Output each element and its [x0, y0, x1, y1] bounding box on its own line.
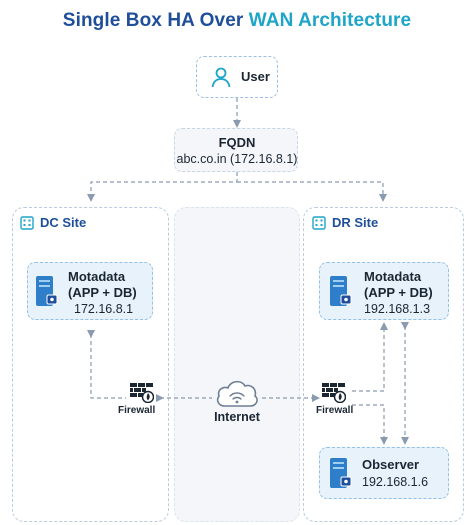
fqdn-label: FQDN — [218, 135, 256, 150]
dr-server-name-2: (APP + DB) — [364, 285, 433, 300]
diagram-title: Single Box HA Over WAN Architecture — [0, 10, 474, 32]
dc-site-label: DC Site — [40, 215, 87, 230]
connector-fqdn-dc — [87, 172, 238, 202]
title-part-1: Single Box HA Over — [62, 10, 249, 31]
server-icon — [330, 458, 352, 488]
fqdn-node: FQDN abc.co.in (172.16.8.1) — [174, 128, 298, 172]
server-icon — [36, 276, 58, 306]
internet-label: Internet — [214, 410, 260, 424]
firewall-icon — [322, 383, 346, 403]
dr-motadata-server: Motadata (APP + DB) 192.168.1.3 — [319, 262, 449, 320]
fqdn-value: abc.co.in (172.16.8.1) — [176, 152, 298, 166]
dc-server-name-2: (APP + DB) — [68, 285, 137, 300]
dc-server-ip: 172.16.8.1 — [74, 302, 134, 316]
building-icon — [312, 215, 326, 230]
dr-server-ip: 192.168.1.3 — [364, 302, 431, 316]
connector-dr-firewall-observer — [352, 404, 388, 445]
connector-dr-firewall-server — [352, 322, 388, 392]
connector-dc-server-firewall — [87, 330, 126, 399]
dc-site-header: DC Site — [20, 215, 86, 230]
building-icon — [20, 215, 34, 230]
dr-server-name-1: Motadata — [364, 269, 422, 284]
dr-site-header: DR Site — [312, 215, 378, 230]
observer-ip: 192.168.1.6 — [362, 475, 429, 489]
user-icon — [211, 67, 231, 88]
user-label: User — [241, 69, 270, 84]
dc-motadata-server: Motadata (APP + DB) 172.16.8.1 — [27, 262, 153, 320]
observer-name: Observer — [362, 457, 420, 472]
title-part-2: WAN Architecture — [248, 10, 412, 31]
firewall-icon — [130, 383, 154, 403]
internet-zone — [174, 207, 300, 522]
dr-site-label: DR Site — [332, 215, 379, 230]
connector-fqdn-dr — [237, 181, 387, 202]
dc-server-name-1: Motadata — [68, 269, 126, 284]
observer-node: Observer 192.168.1.6 — [319, 447, 449, 499]
server-icon — [330, 276, 352, 306]
cloud-icon — [216, 380, 258, 407]
dc-firewall-label: Firewall — [118, 405, 156, 416]
dr-firewall-label: Firewall — [316, 405, 354, 416]
user-node: User — [196, 56, 278, 98]
